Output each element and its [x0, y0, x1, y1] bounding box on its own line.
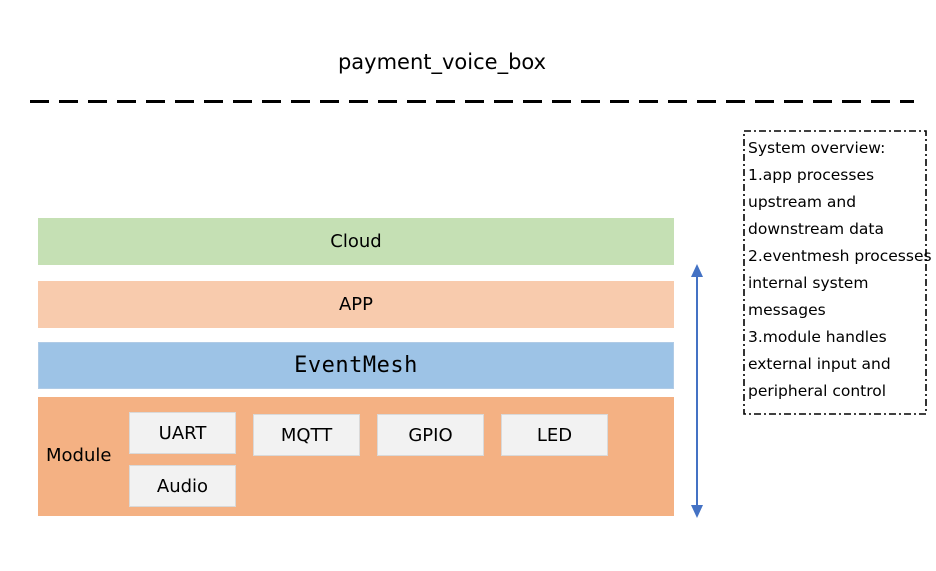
eventmesh-layer-label: EventMesh [294, 353, 418, 378]
module-led-label: LED [536, 424, 573, 446]
overview-line: System overview: [748, 139, 886, 157]
module-mqtt-label: MQTT [280, 424, 333, 446]
cloud-layer-label: Cloud [330, 231, 382, 252]
overview-line: 3.module handles [748, 328, 887, 346]
overview-line: peripheral control [748, 382, 887, 400]
double-arrow-icon [691, 264, 703, 518]
module-gpio: GPIO [377, 414, 484, 456]
overview-line: downstream data [748, 220, 884, 238]
system-overview-box: System overview: 1.app processes upstrea… [743, 130, 932, 415]
app-layer-label: APP [338, 294, 374, 315]
overview-line: messages [748, 301, 826, 319]
eventmesh-layer: EventMesh [38, 342, 674, 389]
app-layer: APP [38, 281, 674, 328]
overview-line: 2.eventmesh processes [748, 247, 932, 265]
overview-line: internal system [748, 274, 869, 292]
module-led: LED [501, 414, 608, 456]
overview-line: external input and [748, 355, 891, 373]
module-uart: UART [129, 412, 236, 454]
module-audio-label: Audio [156, 475, 209, 497]
overview-border [743, 130, 927, 415]
module-mqtt: MQTT [253, 414, 360, 456]
cloud-layer: Cloud [38, 218, 674, 265]
overview-line: upstream and [748, 193, 857, 211]
module-uart-label: UART [158, 422, 207, 444]
overview-line: 1.app processes [748, 166, 875, 184]
module-layer: Module UART MQTT GPIO LED Audio [38, 397, 674, 516]
dashed-divider [30, 100, 914, 103]
module-layer-label: Module [46, 445, 112, 466]
module-audio: Audio [129, 465, 236, 507]
diagram-title: payment_voice_box [337, 50, 547, 74]
module-gpio-label: GPIO [408, 424, 453, 446]
